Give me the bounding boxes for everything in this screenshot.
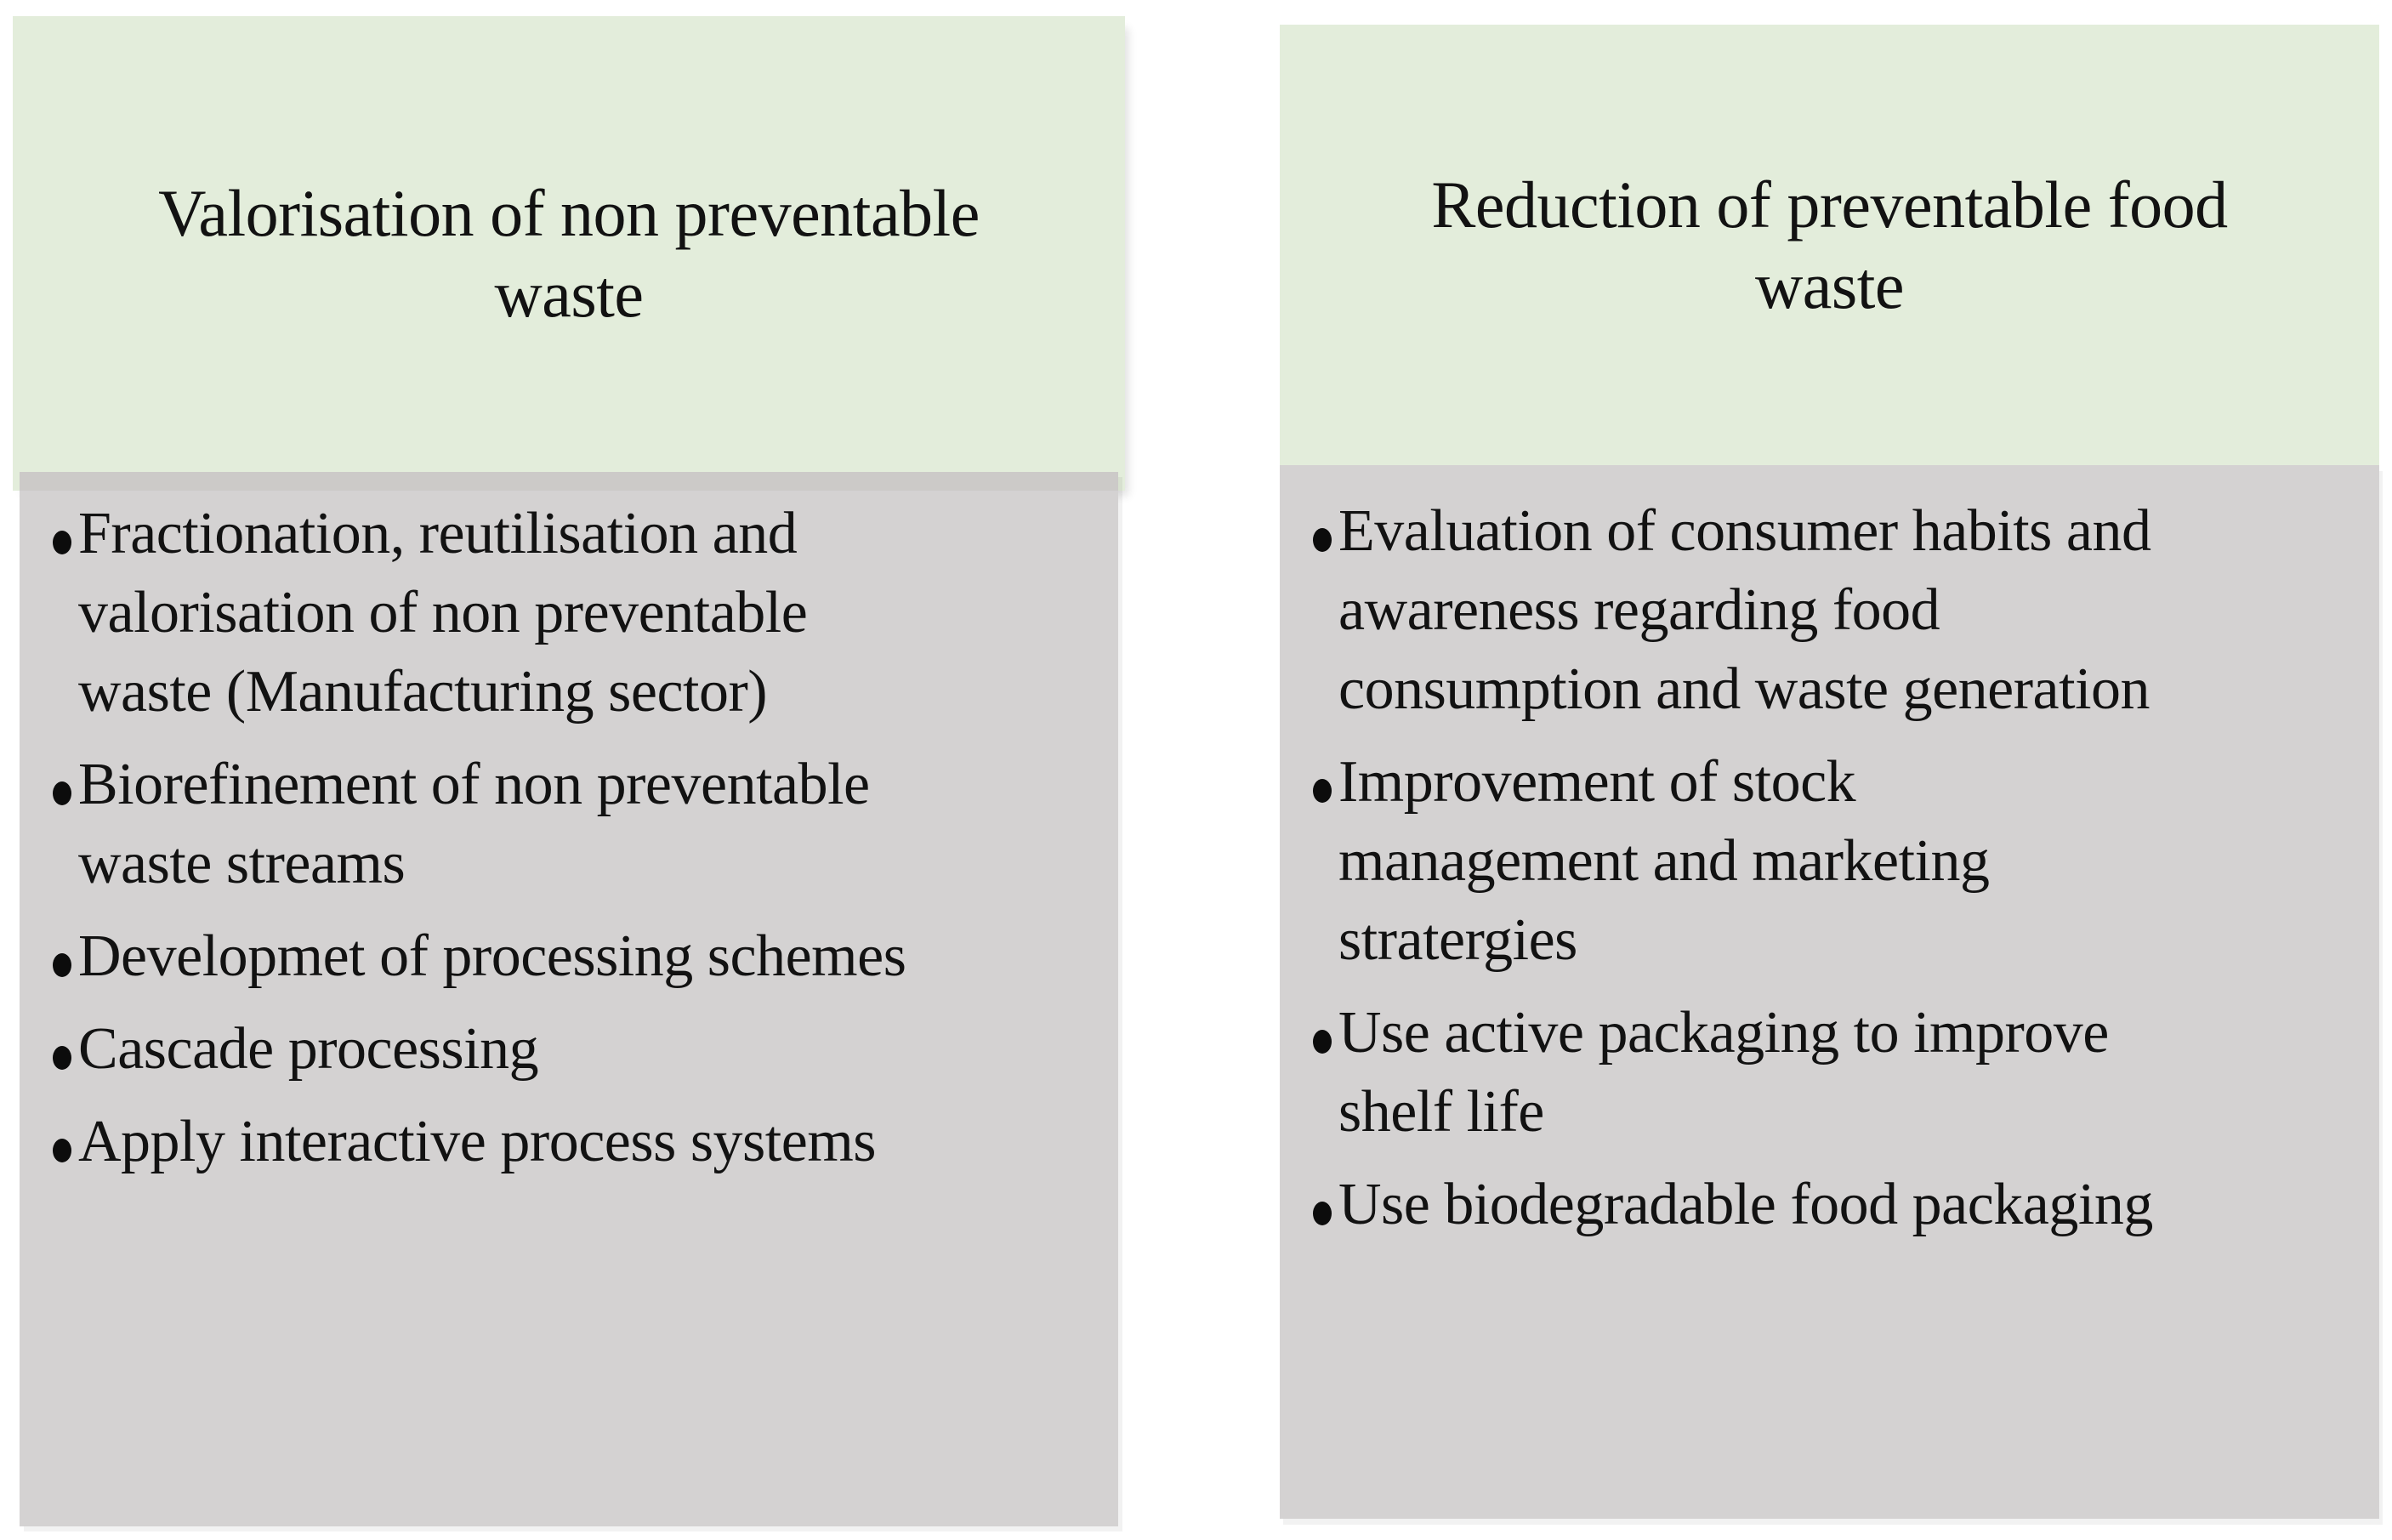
reduction-bullet-list: Evaluation of consumer habits and awaren…: [1280, 465, 2379, 1244]
list-item: Apply interactive process systems: [53, 1102, 1101, 1181]
list-item: Developmet of processing schemes: [53, 917, 1101, 996]
list-item: Evaluation of consumer habits and awaren…: [1313, 492, 2359, 729]
list-item: Biorefinement of non preventable waste s…: [53, 745, 1101, 903]
column-reduction-title: Reduction of preventable food waste: [1431, 168, 2228, 322]
list-item: Use active packaging to improve shelf li…: [1313, 993, 2359, 1151]
column-valorisation-title: Valorisation of non preventable waste: [158, 176, 980, 331]
column-valorisation-header: Valorisation of non preventable waste: [13, 16, 1125, 491]
list-item: Fractionation, reutilisation and valoris…: [53, 494, 1101, 731]
column-reduction-header: Reduction of preventable food waste: [1280, 25, 2379, 465]
list-item: Improvement of stock management and mark…: [1313, 742, 2359, 980]
valorisation-bullet-list: Fractionation, reutilisation and valoris…: [20, 472, 1118, 1181]
column-reduction-body: Evaluation of consumer habits and awaren…: [1280, 465, 2379, 1519]
column-valorisation-body: Fractionation, reutilisation and valoris…: [20, 472, 1118, 1526]
list-item: Cascade processing: [53, 1009, 1101, 1088]
list-item: Use biodegradable food packaging: [1313, 1165, 2359, 1244]
